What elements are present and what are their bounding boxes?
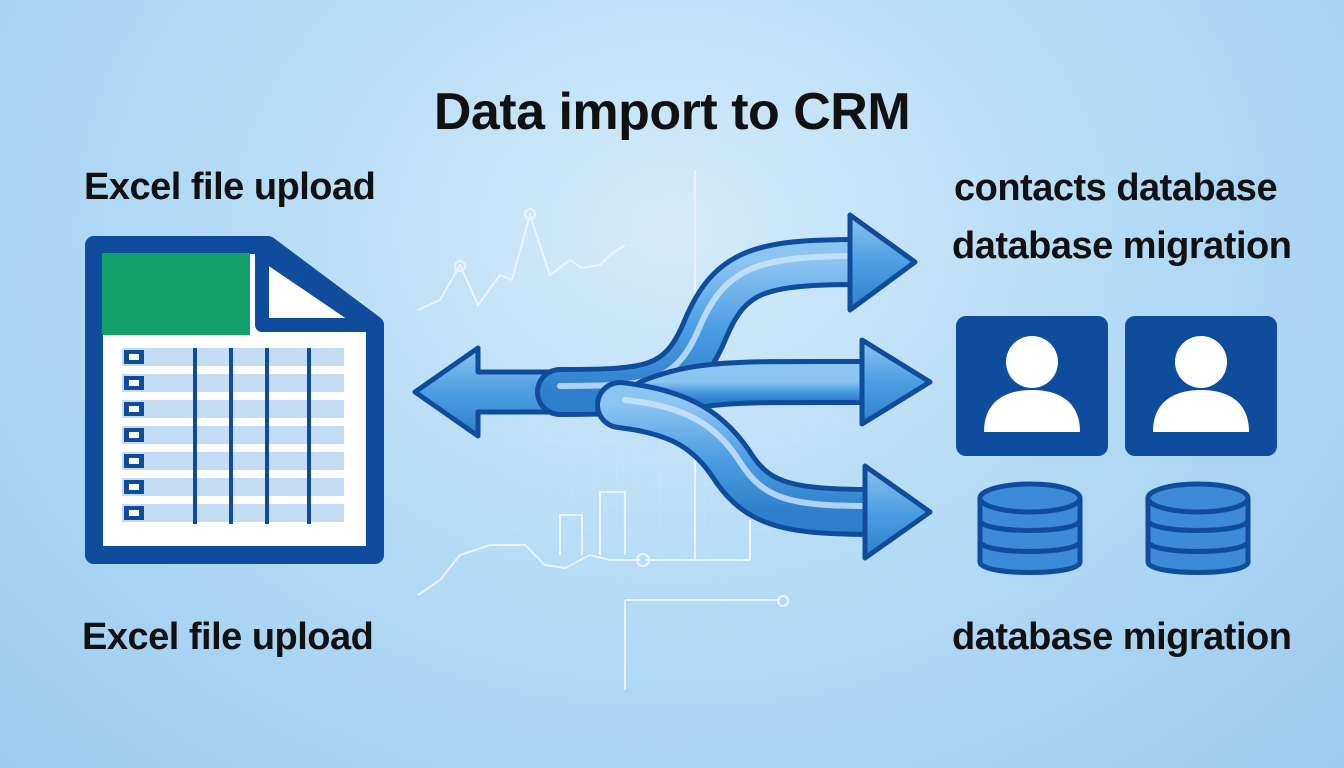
user-icon: [956, 316, 1108, 456]
database-migration-label-top: database migration: [952, 225, 1292, 267]
database-migration-label-bottom: database migration: [952, 616, 1292, 658]
upper-right-arrowhead: [847, 212, 918, 313]
lower-right-arrow: [595, 380, 900, 537]
database-icon: [1145, 481, 1251, 575]
lower-right-arrowhead: [862, 463, 933, 561]
page-title: Data import to CRM: [433, 83, 911, 141]
faint-line-chart: [417, 170, 789, 690]
contacts-database-label: contacts database: [954, 167, 1278, 209]
middle-right-arrowhead: [859, 337, 933, 427]
user-icon: [1125, 316, 1277, 456]
database-icon: [977, 481, 1083, 575]
excel-upload-label-top: Excel file upload: [84, 166, 376, 208]
excel-upload-label-bottom: Excel file upload: [82, 616, 374, 658]
